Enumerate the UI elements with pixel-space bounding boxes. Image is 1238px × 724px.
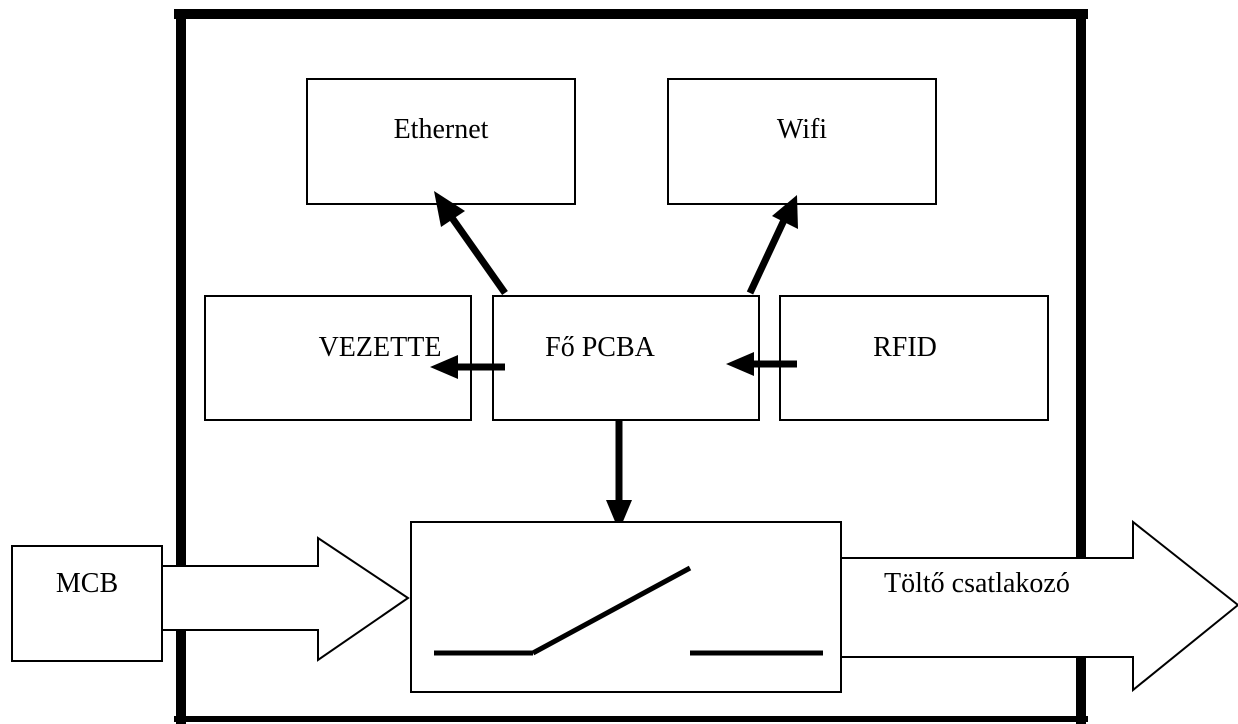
- ethernet-label: Ethernet: [394, 114, 489, 145]
- charging-connector-arrow: Töltő csatlakozó: [840, 519, 1238, 693]
- vezette-label: VEZETTE: [319, 332, 442, 363]
- rfid-label: RFID: [873, 332, 937, 363]
- arrow-pcba-to-ethernet: [434, 191, 508, 296]
- vezette-block: VEZETTE: [204, 295, 472, 421]
- relay-switch-block: [410, 521, 842, 693]
- ethernet-block: Ethernet: [306, 78, 576, 205]
- main-pcba-block: Fő PCBA: [492, 295, 760, 421]
- mcb-block: MCB: [11, 545, 163, 662]
- power-input-arrow: [161, 536, 410, 662]
- rfid-block: RFID: [779, 295, 1049, 421]
- arrow-pcba-to-wifi: [746, 195, 798, 295]
- wifi-label: Wifi: [777, 114, 827, 145]
- switch-symbol: [434, 565, 823, 656]
- arrow-pcba-to-vezette: [430, 355, 505, 379]
- mcb-label: MCB: [56, 568, 118, 599]
- wifi-block: Wifi: [667, 78, 937, 205]
- arrow-pcba-to-switch: [606, 421, 632, 531]
- charging-connector-label: Töltő csatlakozó: [884, 568, 1070, 599]
- main-pcba-label: Fő PCBA: [545, 332, 655, 363]
- arrow-rfid-to-pcba: [726, 352, 797, 376]
